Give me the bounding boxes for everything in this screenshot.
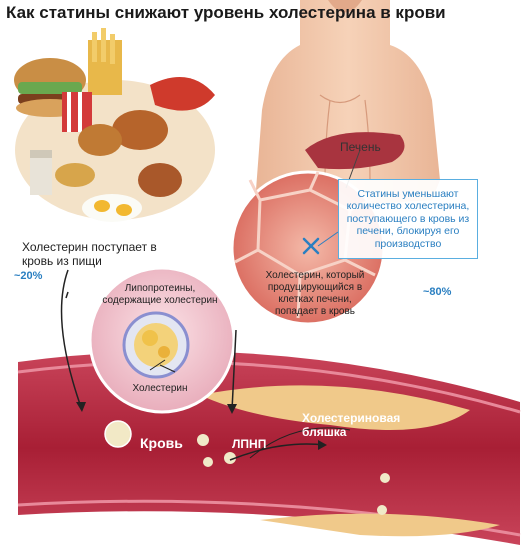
ldl-label: ЛПНП (232, 437, 267, 451)
cholesterol-label: Холестерин (132, 383, 188, 394)
lipoproteins-label: Липопротеины, содержащие холестерин (102, 283, 218, 306)
food-pile (14, 28, 215, 222)
percent-20-label: ~20% (14, 270, 43, 282)
lipoprotein-circle (88, 266, 236, 414)
percent-80-label: ~80% (423, 286, 452, 298)
plaque-label: Холестериновая бляшка (302, 411, 401, 440)
blood-label: Кровь (140, 435, 183, 451)
human-torso (256, 0, 440, 205)
liver-label: Печень (340, 140, 381, 154)
flow-arrows (60, 269, 351, 461)
block-x-icon (302, 237, 320, 255)
statins-info-box: Статины уменьшают количество холестерина… (338, 179, 478, 259)
food-cholesterol-label: Холестерин поступает в кровь из пищи (22, 240, 157, 269)
liver-cells-label: Холестерин, который продуцирующийся в кл… (265, 270, 365, 317)
page-title: Как статины снижают уровень холестерина … (6, 3, 446, 22)
